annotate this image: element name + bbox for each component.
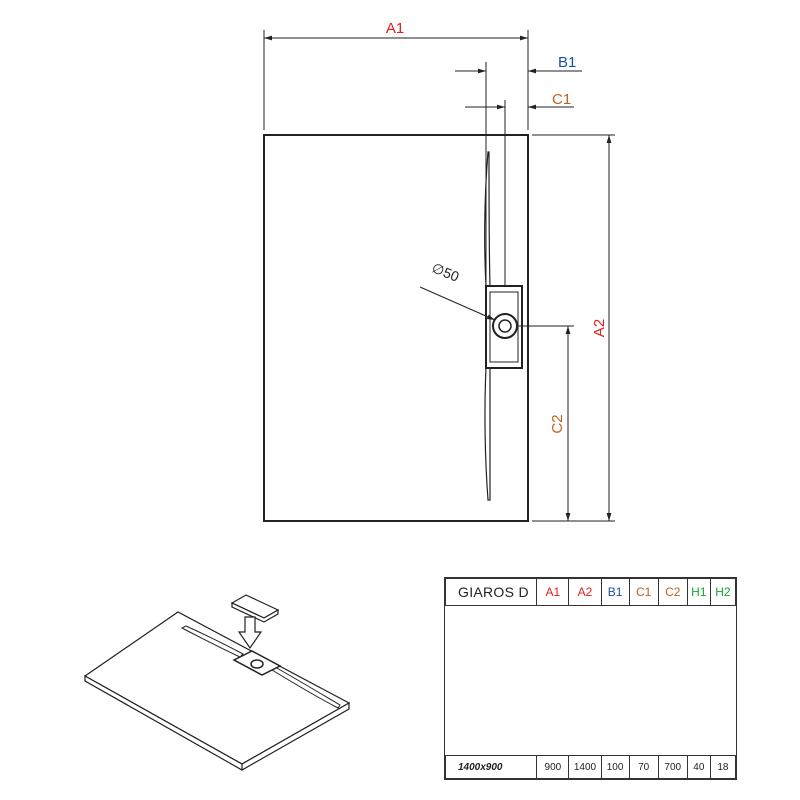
drain-channel-upper <box>484 151 491 287</box>
dim-b1: B1 <box>455 54 582 286</box>
table-blank-area <box>445 605 736 756</box>
col-header-c2: C2 <box>657 578 688 606</box>
drain-box-inner <box>489 291 519 363</box>
label-b1: B1 <box>558 54 576 71</box>
dim-c2: C2 <box>517 325 574 521</box>
iso-channel-lower <box>271 666 341 709</box>
dim-diameter: ∅50 <box>419 259 496 321</box>
col-header-b1: B1 <box>600 578 630 606</box>
table-row: 1400x900 900 1400 100 70 700 40 18 <box>444 755 737 779</box>
col-header-h2: H2 <box>709 578 737 606</box>
col-header-a1: A1 <box>536 578 570 606</box>
spec-table: GIAROS D A1 A2 B1 C1 C2 H1 H2 1400x900 9… <box>444 577 737 780</box>
dim-a1: A1 <box>263 20 529 130</box>
value-b1: 100 <box>600 755 630 779</box>
col-header-h1: H1 <box>686 578 711 606</box>
label-a1: A1 <box>386 20 404 37</box>
iso-slab-top <box>83 611 351 765</box>
col-header-c1: C1 <box>628 578 659 606</box>
value-c1: 70 <box>628 755 659 779</box>
dim-c1: C1 <box>465 91 574 110</box>
drain-outlet-inner <box>498 319 512 333</box>
model-cell: 1400x900 <box>444 755 538 779</box>
table-header-row: GIAROS D A1 A2 B1 C1 C2 H1 H2 <box>444 578 737 606</box>
label-diameter: ∅50 <box>430 259 462 284</box>
value-a2: 1400 <box>568 755 602 779</box>
iso-drain-circle <box>250 659 264 669</box>
drain-box <box>485 285 523 369</box>
value-h1: 40 <box>686 755 711 779</box>
down-arrow-icon <box>237 616 263 650</box>
drain-channel-lower <box>484 367 491 501</box>
tray-isometric-view <box>83 594 351 771</box>
dim-a2: A2 <box>532 134 615 522</box>
label-c1: C1 <box>552 91 571 108</box>
value-h2: 18 <box>709 755 737 779</box>
label-c2: C2 <box>549 414 566 433</box>
label-a2: A2 <box>591 319 608 337</box>
col-header-a2: A2 <box>568 578 602 606</box>
product-name: GIAROS D <box>444 578 538 606</box>
value-a1: 900 <box>536 755 570 779</box>
tray-top-view <box>263 100 529 522</box>
tray-outline <box>263 134 529 522</box>
value-c2: 700 <box>657 755 688 779</box>
